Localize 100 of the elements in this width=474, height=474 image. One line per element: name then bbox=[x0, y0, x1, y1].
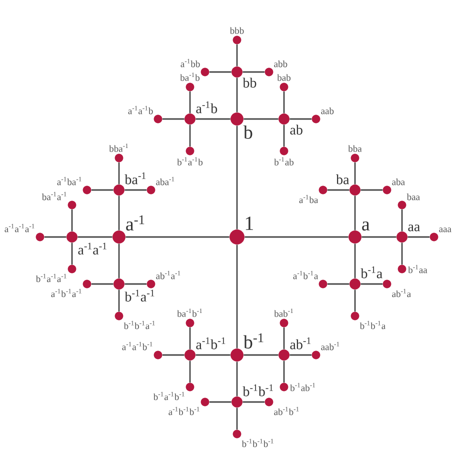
node-label: b$^{-1}$a$^{-1}$a$^{-1}$ bbox=[36, 274, 66, 282]
edge-line bbox=[91, 189, 114, 191]
edge-line bbox=[196, 354, 230, 356]
edge-line bbox=[44, 236, 66, 238]
node-label: bab bbox=[277, 74, 291, 81]
edge-line bbox=[236, 126, 238, 230]
node-label: b$^{-1}$a bbox=[360, 266, 382, 278]
edge-line bbox=[118, 244, 120, 278]
node-label: bba$^{-1}$ bbox=[109, 144, 128, 152]
edge-line bbox=[242, 401, 265, 403]
node-label: aaa bbox=[439, 228, 452, 232]
node-label: bba bbox=[348, 145, 362, 152]
node-label: ab bbox=[290, 124, 302, 135]
edge-line bbox=[189, 327, 191, 350]
node-label: baa bbox=[406, 194, 420, 200]
edge-line bbox=[236, 362, 238, 396]
node-label: a$^{-1}$bb bbox=[180, 58, 200, 68]
edge-line bbox=[236, 78, 238, 112]
node-label: bbb bbox=[230, 27, 244, 34]
edge-line bbox=[124, 283, 147, 285]
node-label: ab$^{-1}$ bbox=[290, 337, 311, 350]
node-label: ab$^{-1}$a$^{-1}$ bbox=[156, 270, 180, 280]
node-label: ba$^{-1}$b$^{-1}$ bbox=[177, 308, 202, 317]
edge-line bbox=[362, 236, 396, 238]
node-label: ba$^{-1}$b bbox=[180, 72, 200, 81]
edge-line bbox=[236, 44, 238, 66]
edge-line bbox=[71, 242, 73, 265]
node-label: 1 bbox=[246, 216, 253, 230]
node-label: a$^{-1}$a$^{-1}$b bbox=[128, 106, 153, 114]
edge-line bbox=[78, 236, 112, 238]
node-label: b bbox=[243, 125, 252, 139]
edge-line bbox=[189, 360, 191, 383]
node-label: b$^{-1}$a$^{-1}$ bbox=[124, 290, 154, 302]
edge-line bbox=[283, 124, 285, 147]
edge-line bbox=[408, 236, 430, 238]
edge-line bbox=[283, 327, 285, 350]
edge-line bbox=[244, 118, 278, 120]
edge-line bbox=[244, 236, 348, 238]
node-label: a$^{-1}$ba$^{-1}$ bbox=[57, 176, 82, 186]
edge-line bbox=[196, 118, 230, 120]
node-label: ba$^{-1}$ bbox=[124, 172, 146, 184]
node-label: a$^{-1}$b$^{-1}$a$^{-1}$ bbox=[51, 288, 82, 298]
edge-line bbox=[189, 91, 191, 114]
edge-line bbox=[91, 283, 114, 285]
edge-line bbox=[354, 290, 356, 312]
edge-line bbox=[118, 196, 120, 230]
node-label: aa bbox=[408, 224, 420, 232]
node-label: abb bbox=[274, 60, 288, 68]
node-label: b$^{-1}$b$^{-1}$a bbox=[360, 320, 386, 330]
edge-line bbox=[360, 283, 383, 285]
edge-line bbox=[124, 189, 147, 191]
node-label: b$^{-1}$b$^{-1}$a$^{-1}$ bbox=[124, 320, 155, 330]
edge-line bbox=[283, 91, 285, 114]
edge-line bbox=[360, 189, 383, 191]
node-label: a$^{-1}$a$^{-1}$ bbox=[78, 242, 106, 255]
node-label: b$^{-1}$a$^{-1}$b$^{-1}$ bbox=[153, 392, 184, 400]
node-label: a$^{-1}$b$^{-1}$a bbox=[293, 270, 318, 280]
edge-line bbox=[189, 124, 191, 147]
edge-line bbox=[327, 283, 350, 285]
edge-line bbox=[354, 196, 356, 230]
node-label: aba bbox=[392, 178, 405, 186]
edge-line bbox=[236, 408, 238, 430]
node-label: a$^{-1}$b bbox=[196, 101, 218, 114]
node-label: bb bbox=[242, 78, 256, 88]
node-label: a$^{-1}$b$^{-1}$b$^{-1}$ bbox=[168, 406, 200, 416]
node-label: b$^{-1}$a$^{-1}$b bbox=[177, 157, 203, 166]
edge-line bbox=[327, 189, 350, 191]
edge-line bbox=[290, 118, 312, 120]
edge-line bbox=[209, 71, 232, 73]
node-label: b$^{-1}$b$^{-1}$ bbox=[242, 384, 273, 396]
edge-line bbox=[244, 354, 278, 356]
edge-line bbox=[354, 162, 356, 184]
node-label: a$^{-1}$ba bbox=[299, 194, 318, 204]
edge-line bbox=[354, 244, 356, 278]
edge-line bbox=[209, 401, 232, 403]
node-label: a$^{-1}$b$^{-1}$ bbox=[196, 337, 226, 350]
node-label: b$^{-1}$ab bbox=[274, 157, 294, 166]
node-label: ba bbox=[336, 174, 350, 184]
edge-line bbox=[283, 360, 285, 383]
node-label: ab$^{-1}$b$^{-1}$ bbox=[274, 406, 299, 416]
edge-line bbox=[401, 209, 403, 232]
node-label: a bbox=[362, 221, 370, 231]
node-label: a$^{-1}$a$^{-1}$a$^{-1}$ bbox=[4, 224, 34, 232]
node-label: ba$^{-1}$a$^{-1}$ bbox=[42, 192, 66, 200]
node-label: bab$^{-1}$ bbox=[274, 308, 293, 317]
node-label: b$^{-1}$aa bbox=[408, 264, 428, 274]
edge-line bbox=[162, 118, 184, 120]
node-label: b$^{-1}$ bbox=[243, 333, 264, 349]
edge-line bbox=[401, 242, 403, 265]
node-label: aba$^{-1}$ bbox=[156, 176, 174, 186]
node-label: aab$^{-1}$ bbox=[321, 342, 340, 350]
edge-line bbox=[162, 354, 184, 356]
edge-line bbox=[71, 209, 73, 232]
node-label: b$^{-1}$b$^{-1}$b$^{-1}$ bbox=[242, 438, 274, 448]
edge-line bbox=[126, 236, 230, 238]
edge-line bbox=[290, 354, 312, 356]
node-label: a$^{-1}$ bbox=[126, 215, 144, 231]
edge-line bbox=[242, 71, 265, 73]
edge-line bbox=[118, 290, 120, 312]
node-label: b$^{-1}$ab$^{-1}$ bbox=[290, 382, 316, 392]
